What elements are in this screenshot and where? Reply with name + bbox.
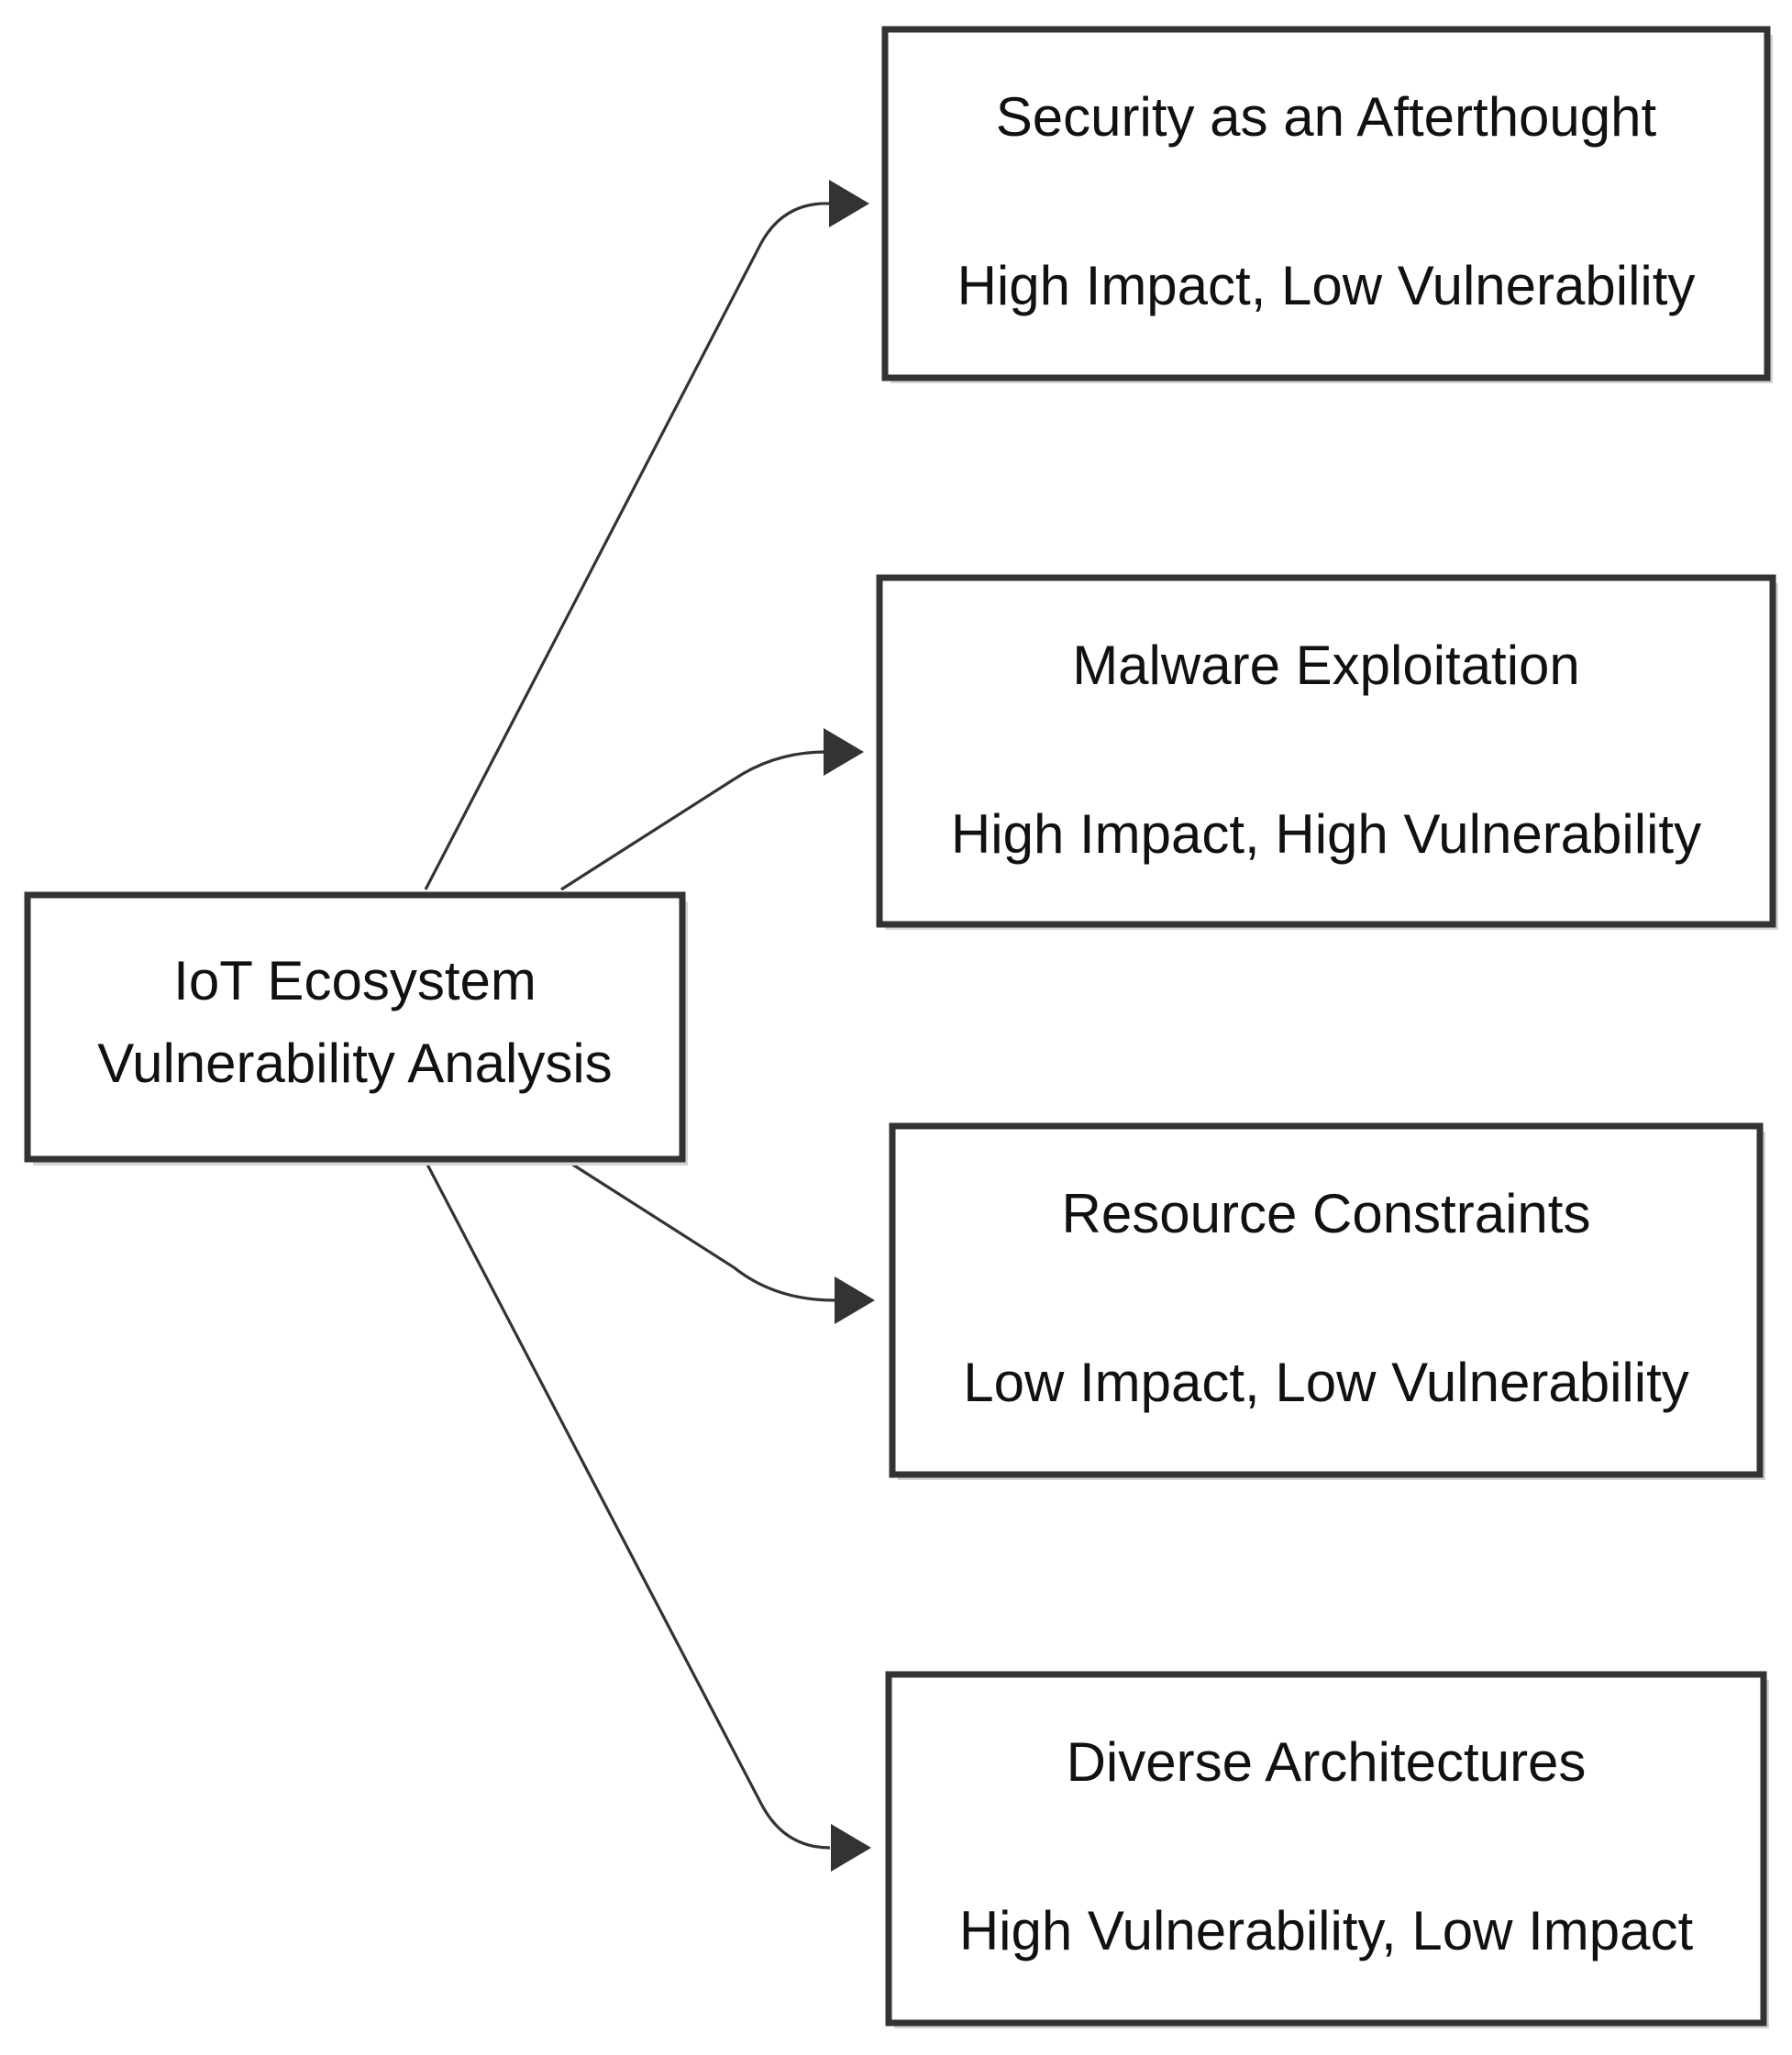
arrowhead-node-3 [835, 1276, 875, 1324]
node-diverse-architectures: Diverse Architectures High Vulnerability… [885, 1671, 1769, 2028]
node-3-title: Resource Constraints [1062, 1183, 1591, 1244]
node-2-title: Malware Exploitation [1072, 635, 1580, 696]
node-1-subtitle: High Impact, Low Vulnerability [957, 255, 1696, 316]
root-title-line-1: IoT Ecosystem [173, 950, 536, 1011]
node-2-subtitle: High Impact, High Vulnerability [951, 803, 1701, 865]
root-node: IoT Ecosystem Vulnerability Analysis [24, 891, 688, 1166]
node-4-subtitle: High Vulnerability, Low Impact [959, 1900, 1694, 1961]
arrowhead-node-1 [829, 180, 869, 227]
node-1-title: Security as an Afterthought [996, 86, 1657, 148]
node-malware-exploitation: Malware Exploitation High Impact, High V… [876, 574, 1778, 930]
edge-root-to-node-2 [560, 750, 826, 891]
root-title-line-2: Vulnerability Analysis [97, 1033, 612, 1094]
edges [424, 180, 875, 1872]
node-3-subtitle: Low Impact, Low Vulnerability [963, 1352, 1688, 1413]
edge-root-to-node-1 [424, 202, 831, 890]
arrowhead-node-4 [831, 1824, 871, 1872]
edge-root-to-node-3 [560, 1155, 835, 1302]
edge-root-to-node-4 [424, 1160, 831, 1850]
arrowhead-node-2 [824, 728, 864, 776]
node-resource-constraints: Resource Constraints Low Impact, Low Vul… [889, 1122, 1765, 1480]
node-security-as-afterthought: Security as an Afterthought High Impact,… [881, 26, 1773, 383]
node-4-title: Diverse Architectures [1067, 1731, 1587, 1793]
